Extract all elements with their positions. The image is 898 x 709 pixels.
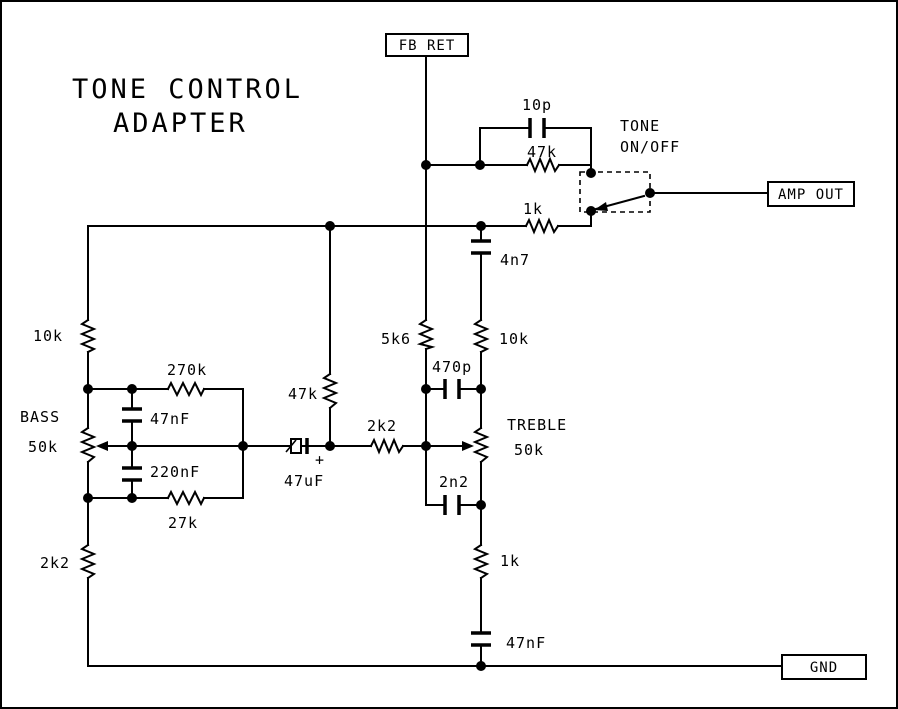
label-bass-value: 50k	[28, 438, 58, 456]
label-47nF-bottom: 47nF	[506, 634, 546, 652]
resistor-47k-top	[525, 156, 561, 174]
label-4n7: 4n7	[500, 251, 530, 269]
treble-pot-wiper-arrow	[462, 441, 474, 451]
label-1k-bottom: 1k	[500, 552, 520, 570]
resistor-27k	[166, 489, 206, 507]
title-line2: ADAPTER	[113, 108, 248, 139]
label-27k: 27k	[168, 514, 198, 532]
label-47uF: 47uF	[284, 472, 324, 490]
label-10k-left: 10k	[33, 327, 63, 345]
label-treble-value: 50k	[514, 441, 544, 459]
resistor-5k6	[416, 318, 436, 351]
port-amp-out-label: AMP OUT	[778, 187, 844, 203]
port-gnd: GND	[781, 654, 867, 680]
label-10p: 10p	[522, 96, 552, 114]
label-220nF: 220nF	[150, 463, 200, 481]
label-10k-right: 10k	[499, 330, 529, 348]
capacitor-47uF	[285, 438, 315, 454]
bass-pot-wiper-arrow	[96, 441, 108, 451]
resistors	[79, 156, 561, 580]
resistor-10k-right	[472, 318, 490, 354]
port-fb-ret-label: FB RET	[399, 38, 456, 54]
capacitors	[122, 118, 546, 647]
switch-arrow-head	[594, 202, 608, 211]
resistor-1k-bottom	[472, 543, 490, 580]
label-2k2-bottom: 2k2	[40, 554, 70, 572]
resistor-47k-mid	[321, 372, 339, 410]
resistor-2k2-bottom	[79, 543, 97, 580]
label-5k6: 5k6	[381, 330, 411, 348]
junctions	[83, 160, 655, 671]
potentiometers	[79, 426, 490, 464]
switch-label-line1: TONE	[620, 117, 660, 135]
switch-dashed-box	[579, 171, 651, 213]
resistor-10k-left	[79, 318, 97, 354]
label-2k2-mid: 2k2	[367, 417, 397, 435]
label-47k-top: 47k	[527, 143, 557, 161]
resistor-1k-top	[524, 217, 560, 235]
label-470p: 470p	[432, 358, 472, 376]
label-treble-name: TREBLE	[507, 416, 567, 434]
port-gnd-label: GND	[810, 660, 838, 676]
port-amp-out: AMP OUT	[767, 181, 855, 207]
label-47k-mid: 47k	[288, 385, 318, 403]
port-fb-ret: FB RET	[385, 33, 469, 57]
title-line1: TONE CONTROL	[72, 74, 303, 105]
label-47nF-bass: 47nF	[150, 410, 190, 428]
label-270k: 270k	[167, 361, 207, 379]
labels: TONE ON/OFF 10p 47k 1k 4n7 10k 270k 47nF…	[20, 96, 680, 652]
tone-switch	[579, 171, 651, 213]
label-1k-top: 1k	[523, 200, 543, 218]
resistor-2k2-mid	[369, 437, 405, 455]
resistor-270k	[166, 380, 206, 398]
treble-pot	[472, 426, 490, 464]
label-polarity-plus: +	[315, 451, 325, 469]
bass-pot	[79, 426, 97, 464]
label-2n2: 2n2	[439, 473, 469, 491]
switch-label-line2: ON/OFF	[620, 138, 680, 156]
label-bass-name: BASS	[20, 408, 60, 426]
